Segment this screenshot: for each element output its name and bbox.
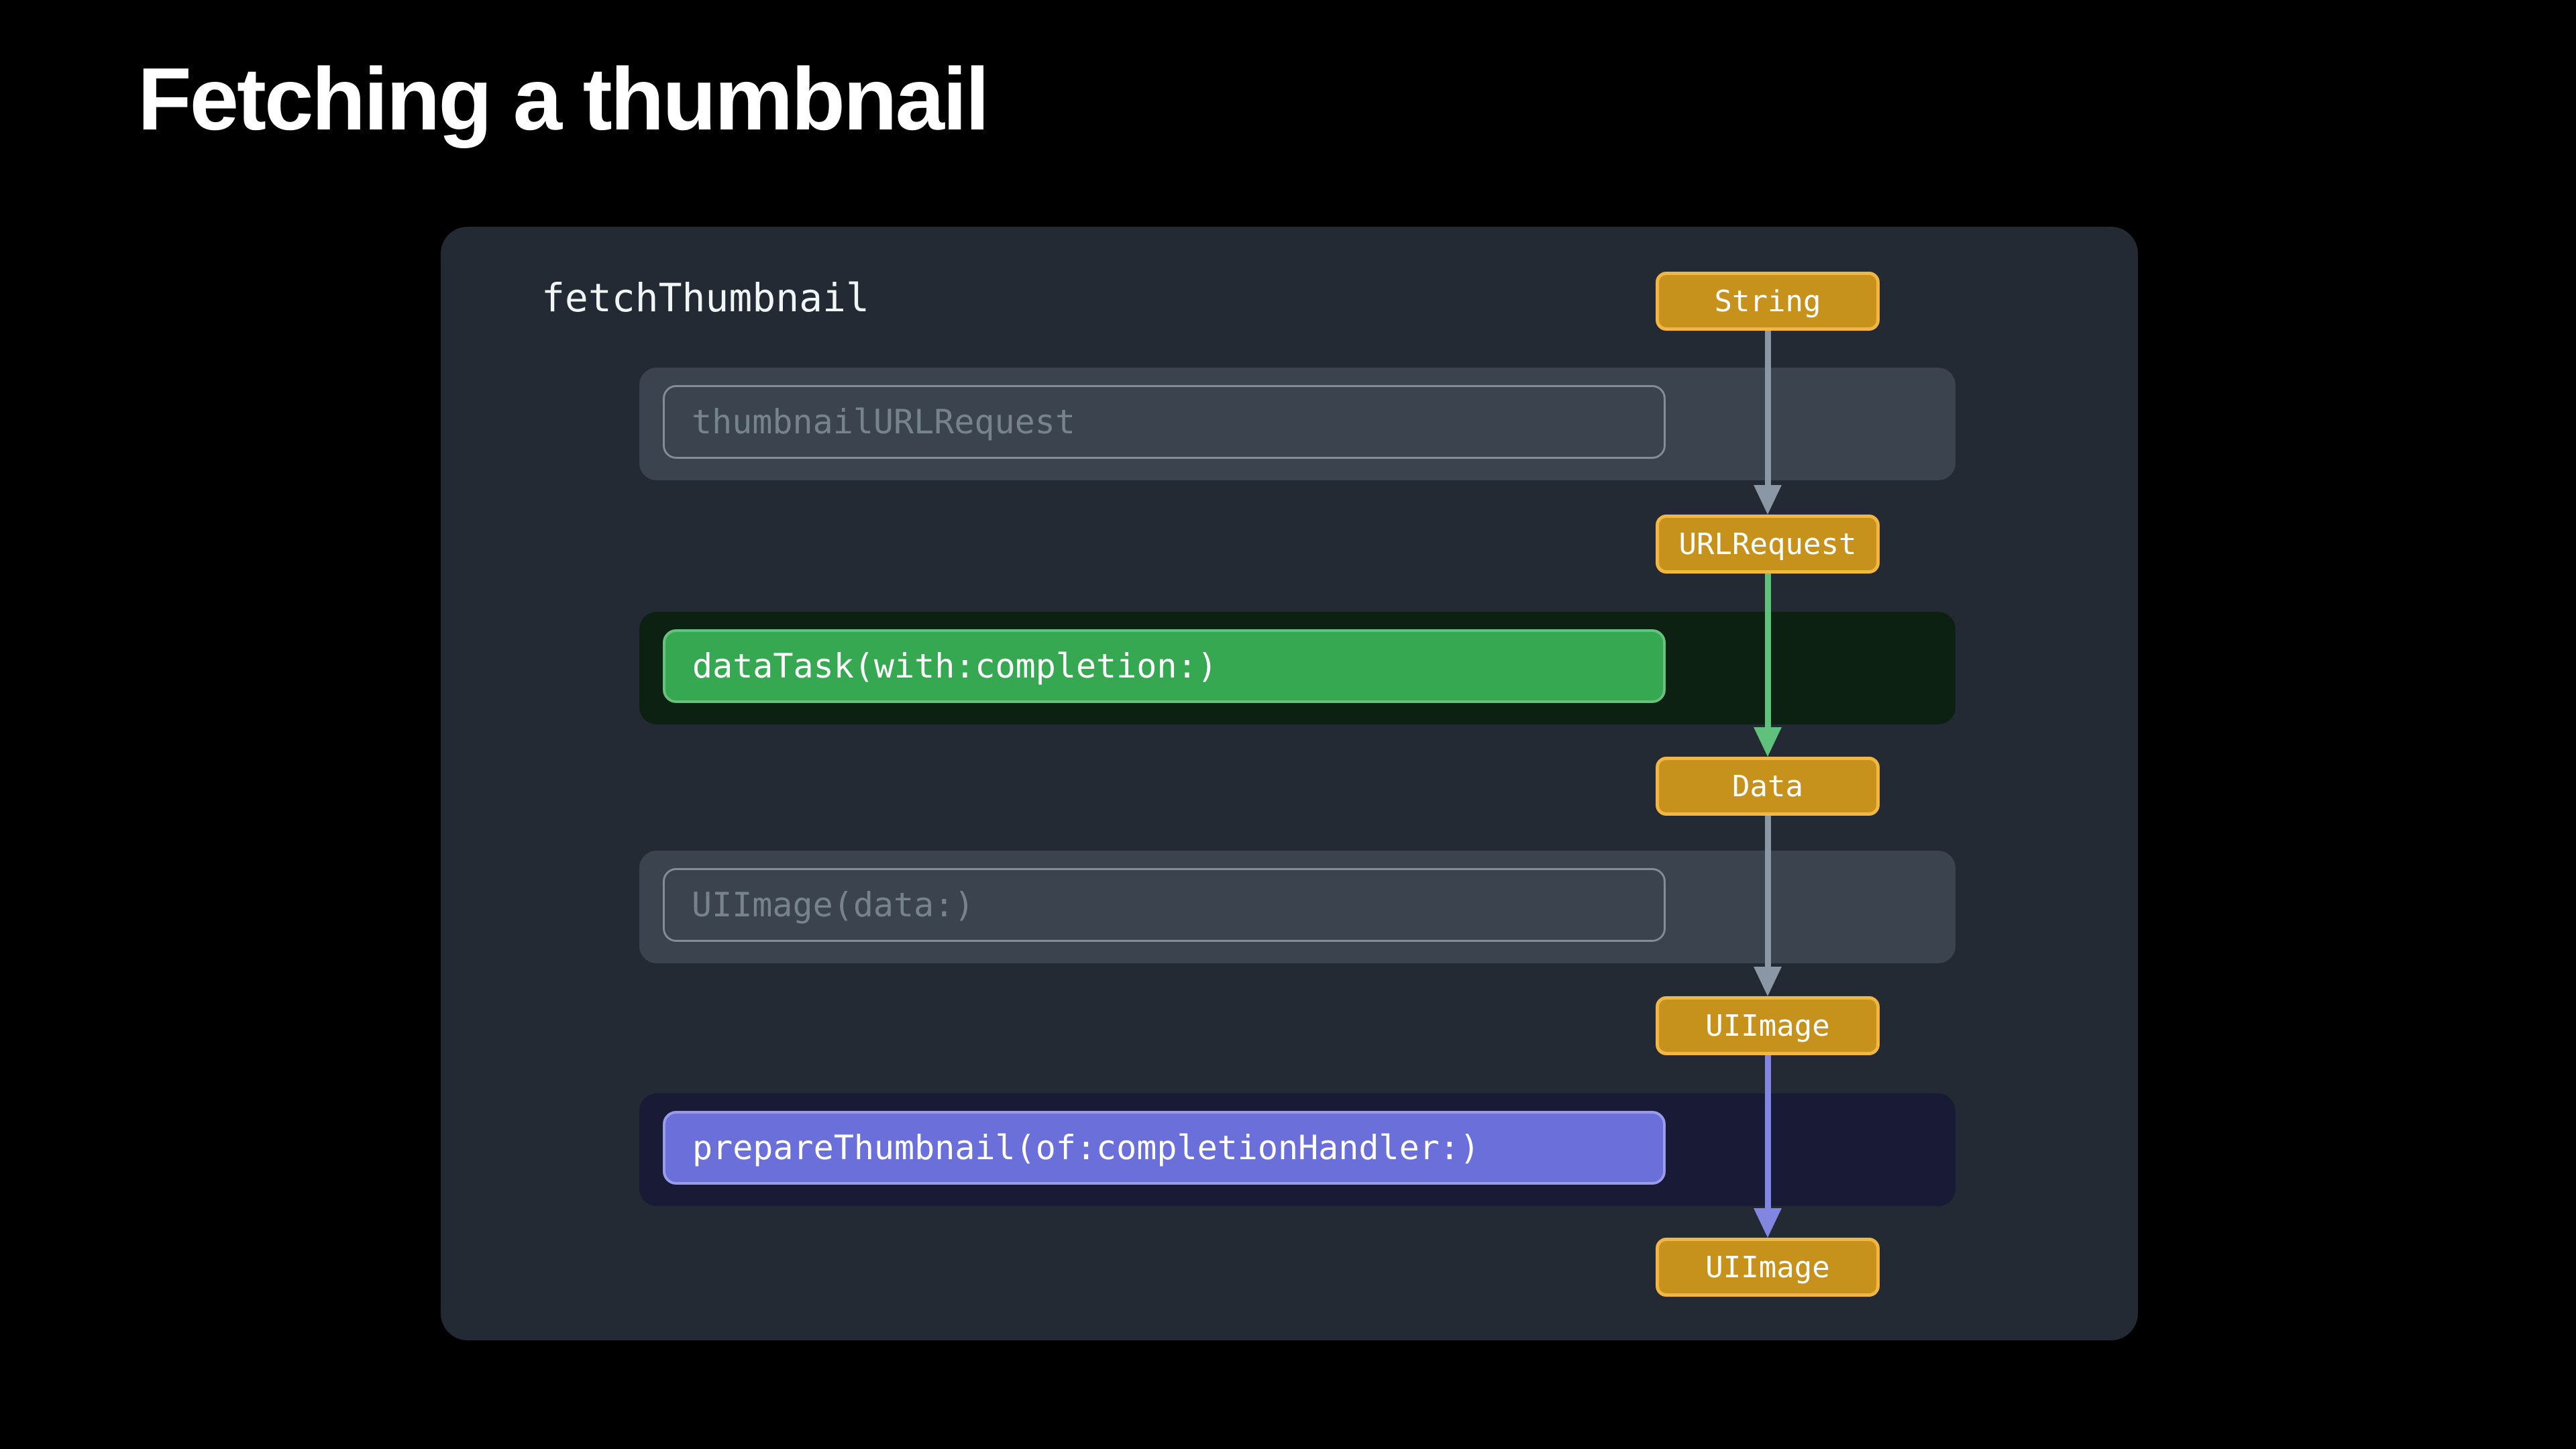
function-label: fetchThumbnail [541, 275, 869, 321]
arrow-uiimage-to-uiimage-head-icon [1754, 1208, 1782, 1238]
value-badge-string: String [1656, 272, 1880, 331]
value-badge-uiimage-2: UIImage [1656, 1238, 1880, 1297]
arrow-uiimage-to-uiimage-line [1765, 1055, 1771, 1208]
arrow-string-to-urlrequest-head-icon [1754, 485, 1782, 515]
arrow-urlrequest-to-data-line [1765, 574, 1771, 727]
call-box-thumbnail-url-request: thumbnailURLRequest [663, 385, 1666, 459]
value-badge-urlrequest: URLRequest [1656, 515, 1880, 574]
row-uiimage-init: UIImage(data:) [639, 851, 1955, 963]
call-box-prepare-thumbnail: prepareThumbnail(of:completionHandler:) [663, 1111, 1666, 1185]
call-box-uiimage-init: UIImage(data:) [663, 868, 1666, 942]
arrow-data-to-uiimage-line [1765, 816, 1771, 967]
call-box-data-task: dataTask(with:completion:) [663, 629, 1666, 703]
value-badge-uiimage-1: UIImage [1656, 996, 1880, 1055]
row-data-task: dataTask(with:completion:) [639, 612, 1955, 724]
row-prepare-thumbnail: prepareThumbnail(of:completionHandler:) [639, 1093, 1955, 1206]
arrow-urlrequest-to-data-head-icon [1754, 727, 1782, 757]
arrow-data-to-uiimage-head-icon [1754, 967, 1782, 996]
arrow-string-to-urlrequest-line [1765, 331, 1771, 485]
row-thumbnail-url-request: thumbnailURLRequest [639, 368, 1955, 480]
fetch-thumbnail-panel: fetchThumbnail thumbnailURLRequest dataT… [441, 227, 2138, 1340]
page-title: Fetching a thumbnail [138, 50, 989, 148]
value-badge-data: Data [1656, 757, 1880, 816]
